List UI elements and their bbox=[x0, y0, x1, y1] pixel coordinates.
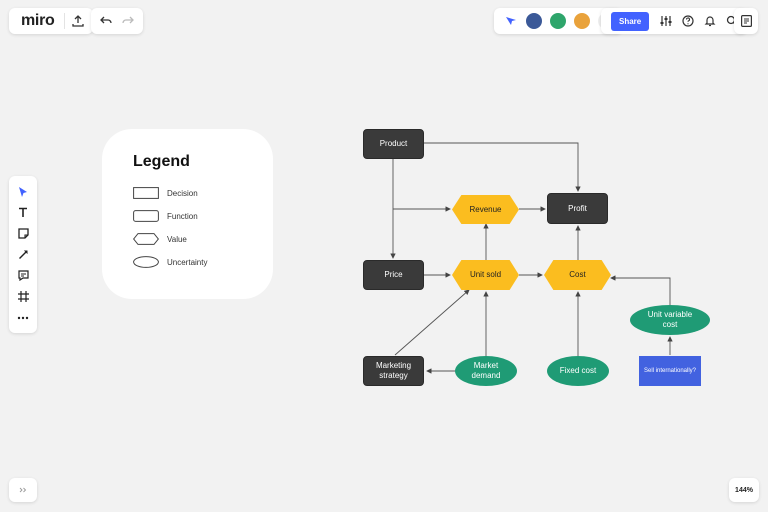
cursor-follow-icon[interactable] bbox=[502, 10, 520, 32]
undo-icon[interactable] bbox=[95, 10, 117, 32]
legend-label: Uncertainty bbox=[167, 257, 208, 267]
text-icon[interactable] bbox=[9, 202, 37, 223]
share-button[interactable]: Share bbox=[611, 11, 650, 31]
select-icon[interactable] bbox=[9, 181, 37, 202]
avatar[interactable] bbox=[548, 11, 568, 31]
share-panel: Share bbox=[601, 8, 748, 34]
node-sell-internationally[interactable]: Sell internationally? bbox=[639, 356, 701, 386]
node-fixed-cost[interactable]: Fixed cost bbox=[547, 356, 609, 386]
legend-label: Value bbox=[167, 234, 187, 244]
connector[interactable] bbox=[610, 275, 671, 305]
legend-item-decision: Decision bbox=[133, 187, 198, 199]
history-panel bbox=[91, 8, 143, 34]
zoom-panel: 144% bbox=[729, 478, 759, 502]
node-marketing-strategy[interactable]: Marketing strategy bbox=[363, 356, 424, 386]
zoom-level[interactable]: 144% bbox=[735, 486, 753, 494]
left-toolbar bbox=[9, 176, 37, 333]
node-product[interactable]: Product bbox=[363, 129, 424, 159]
board-list-panel bbox=[734, 8, 758, 34]
connector[interactable] bbox=[424, 142, 581, 192]
node-unit-variable-cost[interactable]: Unit variable cost bbox=[630, 305, 710, 335]
uncertainty-shape-icon bbox=[133, 256, 159, 268]
function-shape-icon bbox=[133, 210, 159, 222]
legend-label: Function bbox=[167, 211, 198, 221]
divider bbox=[64, 13, 66, 29]
top-left-panel: miro bbox=[9, 8, 94, 34]
bell-icon[interactable] bbox=[699, 10, 721, 32]
legend-card[interactable]: Legend Decision Function Value Uncertain… bbox=[102, 129, 273, 299]
legend-label: Decision bbox=[167, 188, 198, 198]
legend-item-function: Function bbox=[133, 210, 198, 222]
line-icon[interactable] bbox=[9, 244, 37, 265]
help-icon[interactable] bbox=[677, 10, 699, 32]
connector[interactable] bbox=[394, 289, 470, 356]
upload-icon[interactable] bbox=[67, 10, 89, 32]
redo-icon[interactable] bbox=[117, 10, 139, 32]
node-market-demand[interactable]: Market demand bbox=[455, 356, 517, 386]
board-list-icon[interactable] bbox=[735, 10, 757, 32]
frame-icon[interactable] bbox=[9, 286, 37, 307]
comment-icon[interactable] bbox=[9, 265, 37, 286]
node-revenue[interactable]: Revenue bbox=[452, 195, 519, 224]
avatar[interactable] bbox=[524, 11, 544, 31]
legend-item-value: Value bbox=[133, 233, 187, 245]
node-unit-sold[interactable]: Unit sold bbox=[452, 260, 519, 290]
legend-item-uncertainty: Uncertainty bbox=[133, 256, 207, 268]
decision-shape-icon bbox=[133, 187, 159, 199]
sticky-note-icon[interactable] bbox=[9, 223, 37, 244]
miro-logo[interactable]: miro bbox=[21, 12, 55, 29]
more-icon[interactable] bbox=[9, 307, 37, 328]
node-cost[interactable]: Cost bbox=[544, 260, 611, 290]
settings-sliders-icon[interactable] bbox=[655, 10, 677, 32]
avatar[interactable] bbox=[572, 11, 592, 31]
node-profit[interactable]: Profit bbox=[547, 193, 608, 224]
node-price[interactable]: Price bbox=[363, 260, 424, 290]
expand-panel bbox=[9, 478, 37, 502]
legend-title: Legend bbox=[133, 153, 190, 170]
value-shape-icon bbox=[133, 233, 159, 245]
expand-panel-icon[interactable] bbox=[12, 479, 34, 501]
